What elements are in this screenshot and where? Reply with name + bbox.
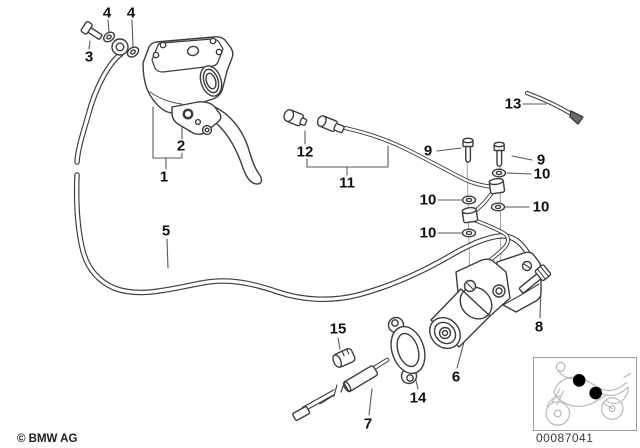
callout-part-10-c[interactable]: 10 (532, 198, 550, 216)
pipe-fitting-part12-art (283, 109, 345, 134)
pipe-mount-bushings-art (461, 177, 506, 224)
bolt-part8-art (518, 264, 552, 294)
pushrod-part7-art (292, 357, 390, 422)
callout-part-4-b[interactable]: 4 (126, 4, 136, 22)
gasket-part14-art (387, 316, 426, 385)
callout-part-4-a[interactable]: 4 (102, 4, 112, 22)
washers-part10-art (461, 168, 507, 238)
callout-part-10-b[interactable]: 10 (419, 191, 437, 209)
callout-part-9-b[interactable]: 9 (536, 151, 546, 169)
clutch-slave-cylinder-part6-art (429, 251, 542, 350)
copyright-text: © BMW AG (17, 433, 78, 445)
callout-part-5[interactable]: 5 (161, 222, 171, 240)
clutch-master-cylinder-part1-art (142, 36, 263, 185)
model-location-thumbnail[interactable] (533, 357, 637, 431)
clutch-hose-part5-art (73, 38, 533, 303)
callout-part-14[interactable]: 14 (409, 389, 427, 407)
callout-part-13[interactable]: 13 (504, 95, 522, 113)
callout-part-11[interactable]: 11 (339, 174, 355, 192)
banjo-bolt-part3-art (80, 20, 103, 40)
washers-part4-art (102, 31, 140, 58)
callout-part-3[interactable]: 3 (84, 48, 94, 66)
callout-part-2[interactable]: 2 (176, 137, 186, 155)
callout-part-7[interactable]: 7 (363, 415, 373, 433)
cable-strap-part13-art (524, 90, 584, 125)
callout-part-15[interactable]: 15 (329, 320, 347, 338)
callout-part-6[interactable]: 6 (451, 368, 461, 386)
callout-part-9-a[interactable]: 9 (423, 142, 433, 160)
callout-part-1[interactable]: 1 (159, 168, 169, 186)
callout-part-10-a[interactable]: 10 (533, 165, 551, 183)
screws-part9-art (462, 137, 505, 167)
callout-part-12[interactable]: 12 (296, 143, 314, 161)
callout-part-8[interactable]: 8 (534, 318, 544, 336)
drawing-number: 00087041 (536, 431, 594, 445)
bushing-part15-art (332, 347, 356, 368)
motorcycle-icon (545, 361, 632, 426)
callout-part-10-d[interactable]: 10 (419, 224, 437, 242)
part-location-dots (572, 374, 603, 400)
